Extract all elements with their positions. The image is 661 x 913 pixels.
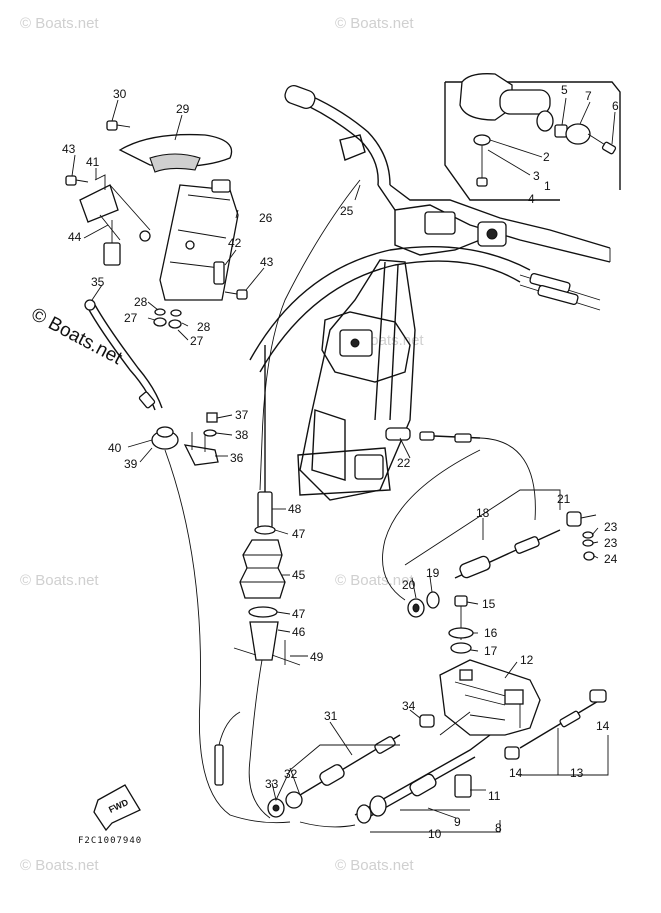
callout-2: 2 <box>543 150 550 164</box>
callout-12: 12 <box>520 653 534 667</box>
part-42 <box>213 261 225 285</box>
watermark: © Boats.net <box>335 857 414 874</box>
callout-3: 3 <box>533 169 540 183</box>
part-46-sleeve <box>233 621 301 666</box>
callout-26: 26 <box>259 211 273 225</box>
leader-lines <box>71 97 616 819</box>
callout-27: 27 <box>124 311 138 325</box>
callout-38: 38 <box>235 428 249 442</box>
callout-25: 25 <box>340 204 354 218</box>
callout-48: 48 <box>288 502 302 516</box>
callout-23: 23 <box>604 536 618 550</box>
figure-code: F2C1007940 <box>78 836 142 846</box>
callout-1: 1 <box>544 179 551 193</box>
callout-43: 43 <box>260 255 274 269</box>
callout-39: 39 <box>124 457 138 471</box>
callout-11: 11 <box>488 789 501 803</box>
callout-16: 16 <box>484 626 498 640</box>
callout-17: 17 <box>484 644 498 658</box>
callout-21: 21 <box>557 492 571 506</box>
callout-8: 8 <box>495 821 502 835</box>
part-41-switch <box>79 174 151 266</box>
callout-14: 14 <box>596 719 610 733</box>
callout-7: 7 <box>585 89 592 103</box>
part-22-connector <box>385 427 536 521</box>
watermark: © Boats.net <box>335 572 414 589</box>
fwd-arrow: FWD <box>93 784 141 832</box>
part-29-cover <box>118 133 233 173</box>
callout-10: 10 <box>428 827 442 841</box>
part-8-11 <box>299 711 501 833</box>
part-26-bracket <box>159 179 239 301</box>
callout-49: 49 <box>310 650 324 664</box>
callout-42: 42 <box>228 236 242 250</box>
part-15-17 <box>448 595 474 654</box>
callout-31: 31 <box>324 709 338 723</box>
part-13-14 <box>504 689 609 776</box>
callout-41: 41 <box>86 155 100 169</box>
part-30-screw <box>106 120 131 131</box>
watermark-prominent: © Boats.net <box>28 304 126 370</box>
callout-15: 15 <box>482 597 496 611</box>
callout-43: 43 <box>62 142 76 156</box>
callout-22: 22 <box>397 456 411 470</box>
part-35-cable <box>84 299 163 411</box>
part-47-clamp <box>248 525 278 618</box>
callout-45: 45 <box>292 568 306 582</box>
part-43-screws <box>65 175 248 300</box>
watermark: © Boats.net <box>20 572 99 589</box>
callout-33: 33 <box>265 777 279 791</box>
callout-5: 5 <box>561 83 568 97</box>
part-48-tube <box>257 345 273 529</box>
cable-line <box>218 711 241 746</box>
callout-4: 4 <box>528 192 535 206</box>
watermark: © Boats.net <box>335 15 414 32</box>
callout-28: 28 <box>134 295 148 309</box>
part-45-boot <box>239 539 286 599</box>
part-19-20 <box>407 591 440 618</box>
callout-47: 47 <box>292 527 306 541</box>
callout-34: 34 <box>402 699 416 713</box>
watermark: © Boats.net <box>20 15 99 32</box>
steering-cable <box>248 659 271 819</box>
watermark: © Boats.net <box>20 857 99 874</box>
grip-assembly <box>444 73 621 201</box>
callout-35: 35 <box>91 275 105 289</box>
throttle-cable <box>164 449 291 824</box>
callout-27: 27 <box>190 334 204 348</box>
callout-14: 14 <box>509 766 523 780</box>
callout-44: 44 <box>68 230 82 244</box>
callout-37: 37 <box>235 408 249 422</box>
callout-46: 46 <box>292 625 306 639</box>
callout-6: 6 <box>612 99 619 113</box>
callout-20: 20 <box>402 578 416 592</box>
handlebar-assembly <box>249 85 611 373</box>
part-27-28-nuts <box>153 308 182 329</box>
callout-18: 18 <box>476 506 490 520</box>
callout-24: 24 <box>604 552 618 566</box>
part-36-40-linkage <box>151 412 219 466</box>
callout-28: 28 <box>197 320 211 334</box>
callout-labels: 1 2 3 4 5 6 7 8 9 10 11 12 13 14 14 15 1… <box>62 83 619 841</box>
callout-36: 36 <box>230 451 244 465</box>
callout-9: 9 <box>454 815 461 829</box>
part-18-cable <box>382 449 597 601</box>
callout-13: 13 <box>570 766 584 780</box>
callout-19: 19 <box>426 566 440 580</box>
callout-29: 29 <box>176 102 190 116</box>
callout-32: 32 <box>284 767 298 781</box>
callout-40: 40 <box>108 441 122 455</box>
part-31-34 <box>267 714 435 818</box>
cable-end <box>214 744 224 786</box>
callout-23: 23 <box>604 520 618 534</box>
callout-30: 30 <box>113 87 127 101</box>
steering-column <box>297 259 416 501</box>
callout-47: 47 <box>292 607 306 621</box>
